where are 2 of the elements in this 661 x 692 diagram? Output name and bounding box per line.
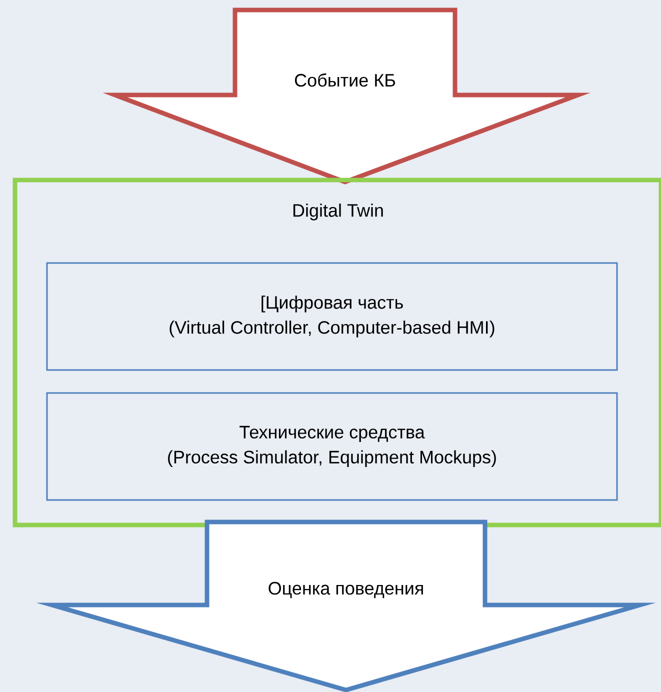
component-box: [Цифровая часть (Virtual Controller, Computer-based HMI) — [46, 262, 618, 371]
component-box: Технические средства (Process Simulator, Equipment Mockups) — [46, 392, 618, 501]
